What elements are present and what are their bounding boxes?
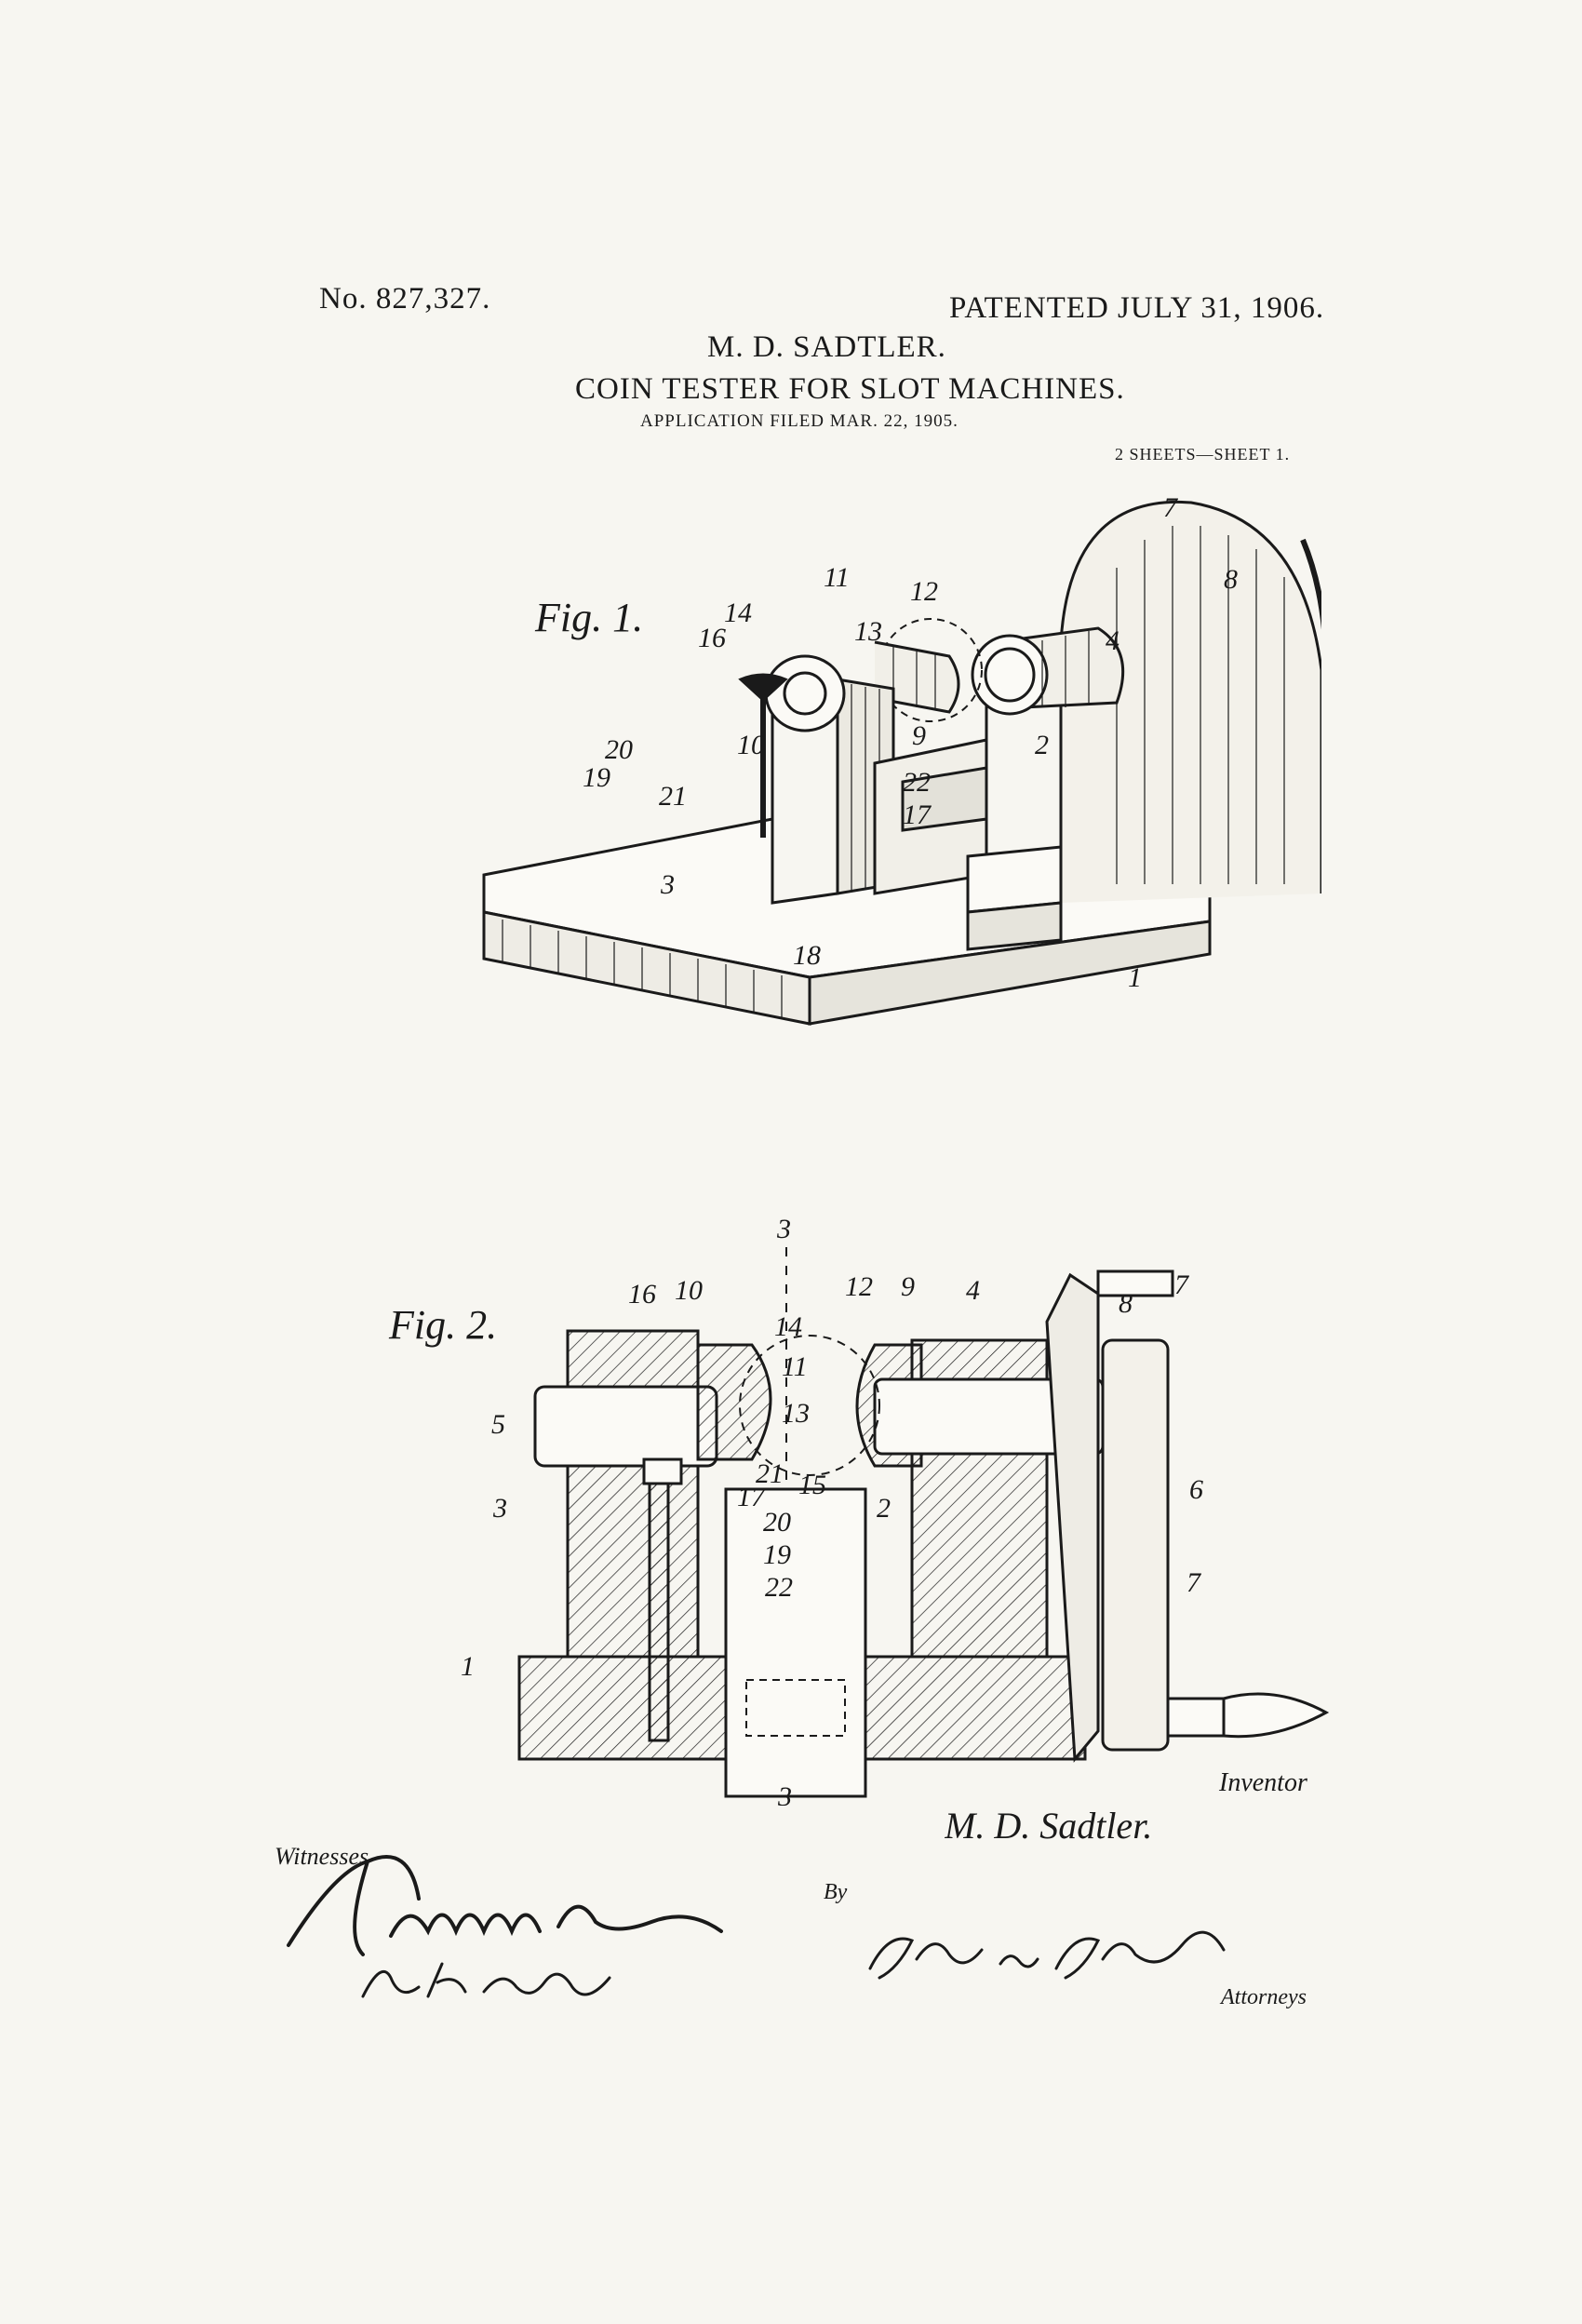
- ref-numeral: 22: [903, 767, 931, 798]
- ref-numeral: 9: [901, 1271, 915, 1302]
- ref-numeral: 1: [461, 1651, 475, 1682]
- ref-numeral: 21: [756, 1458, 784, 1489]
- ref-numeral: 11: [782, 1351, 808, 1382]
- figure-2-reference-numerals: 3 7 16 10 12 9 4 8 14 11 5 13 21 15 3 17…: [461, 1214, 1203, 1806]
- ref-numeral: 17: [737, 1482, 767, 1512]
- receptacle-inner: [745, 1679, 846, 1737]
- ref-numeral: 3: [660, 869, 675, 900]
- witnesses-caption: Witnesses: [275, 1843, 369, 1870]
- ref-numeral: 19: [763, 1539, 791, 1570]
- left-cup: [696, 1343, 772, 1461]
- by-caption: By: [824, 1880, 848, 1904]
- ref-numeral: 22: [765, 1572, 793, 1603]
- disc-8: [1045, 1272, 1100, 1763]
- ref-numeral: 12: [845, 1271, 873, 1302]
- patent-title: COIN TESTER FOR SLOT MACHINES.: [575, 372, 1125, 406]
- sheet-count: 2 SHEETS—SHEET 1.: [1115, 445, 1291, 463]
- figure-2-drawing: 3 7 16 10 12 9 4 8 14 11 5 13 21 15 3 17…: [461, 1214, 1330, 1806]
- ref-numeral: 20: [763, 1507, 791, 1538]
- ref-numeral: 7: [1163, 492, 1179, 523]
- ref-numeral: 7: [1174, 1269, 1190, 1300]
- figure-2-label: Fig. 2.: [389, 1302, 498, 1348]
- ref-numeral: 13: [854, 616, 882, 647]
- ref-numeral: 10: [675, 1275, 703, 1306]
- ref-numeral: 4: [1106, 625, 1119, 656]
- receptacle: [724, 1487, 867, 1798]
- ref-numeral: 3: [492, 1493, 507, 1524]
- ref-numeral: 15: [798, 1470, 826, 1500]
- ref-numeral: 3: [777, 1781, 792, 1806]
- receptacle-block: [966, 845, 1063, 951]
- figure-1-label: Fig. 1.: [535, 595, 644, 640]
- wing-screw: [738, 673, 788, 838]
- top-crank: [1096, 1269, 1174, 1297]
- ref-numeral: 8: [1119, 1288, 1133, 1319]
- ref-numeral: 3: [776, 1214, 791, 1244]
- coin-outline: [739, 1335, 880, 1476]
- figure-1-drawing: 7 8 11 12 14 13 16 4 10 9 2 22 20 17 19 …: [482, 492, 1321, 1026]
- ref-numeral: 8: [1224, 564, 1238, 595]
- patent-date: PATENTED JULY 31, 1906.: [949, 291, 1325, 325]
- ref-numeral: 16: [698, 623, 726, 653]
- ref-numeral: 10: [737, 730, 765, 760]
- ref-numeral: 9: [912, 720, 926, 751]
- ref-numeral: 7: [1186, 1567, 1202, 1598]
- gear-housing: [1101, 1338, 1170, 1752]
- coin-chute: [873, 738, 988, 895]
- witness-signature-1: [287, 1855, 723, 1956]
- patent-number: No. 827,327.: [319, 282, 491, 316]
- left-cylinder: [874, 640, 960, 714]
- ref-numeral: 4: [966, 1275, 980, 1306]
- right-cylinder: [971, 626, 1125, 716]
- ref-numeral: 13: [782, 1398, 810, 1429]
- inventor-signature-text: M. D. Sadtler.: [945, 1805, 1152, 1847]
- ref-numeral: 11: [824, 562, 850, 593]
- ref-numeral: 2: [877, 1493, 891, 1524]
- ref-numeral: 2: [1035, 730, 1049, 760]
- ref-numeral: 17: [903, 799, 932, 830]
- ref-numeral: 12: [910, 576, 938, 607]
- witness-signature-2: [361, 1962, 611, 1998]
- ref-numeral: 20: [605, 734, 633, 765]
- attorneys-caption: Attorneys: [1221, 1985, 1307, 2009]
- ref-numeral: 16: [628, 1279, 656, 1310]
- ref-numeral: 1: [1128, 962, 1142, 993]
- end-plate: [1059, 500, 1321, 903]
- adjusting-screw: [648, 1478, 670, 1742]
- bottom-crank: [1166, 1692, 1330, 1739]
- ref-numeral: 19: [583, 762, 610, 793]
- ref-numeral: 6: [1189, 1474, 1203, 1505]
- ref-numeral: 14: [774, 1311, 802, 1342]
- ref-numeral: 5: [491, 1409, 505, 1440]
- filing-date: APPLICATION FILED MAR. 22, 1905.: [640, 411, 959, 431]
- left-pillar-section: [566, 1329, 700, 1659]
- inventor-name: M. D. SADTLER.: [707, 330, 946, 364]
- inventor-caption: Inventor: [1219, 1768, 1307, 1797]
- ref-numeral: 18: [793, 940, 821, 971]
- figure-1-reference-numerals: 7 8 11 12 14 13 16 4 10 9 2 22 20 17 19 …: [583, 492, 1238, 993]
- ref-numeral: 21: [659, 781, 687, 812]
- left-axle: [533, 1385, 718, 1468]
- screw-head: [642, 1458, 683, 1485]
- attorneys-signature: [868, 1930, 1226, 1980]
- ref-numeral: 14: [724, 598, 752, 628]
- inventor-signature: M. D. Sadtler.: [945, 1805, 1152, 1847]
